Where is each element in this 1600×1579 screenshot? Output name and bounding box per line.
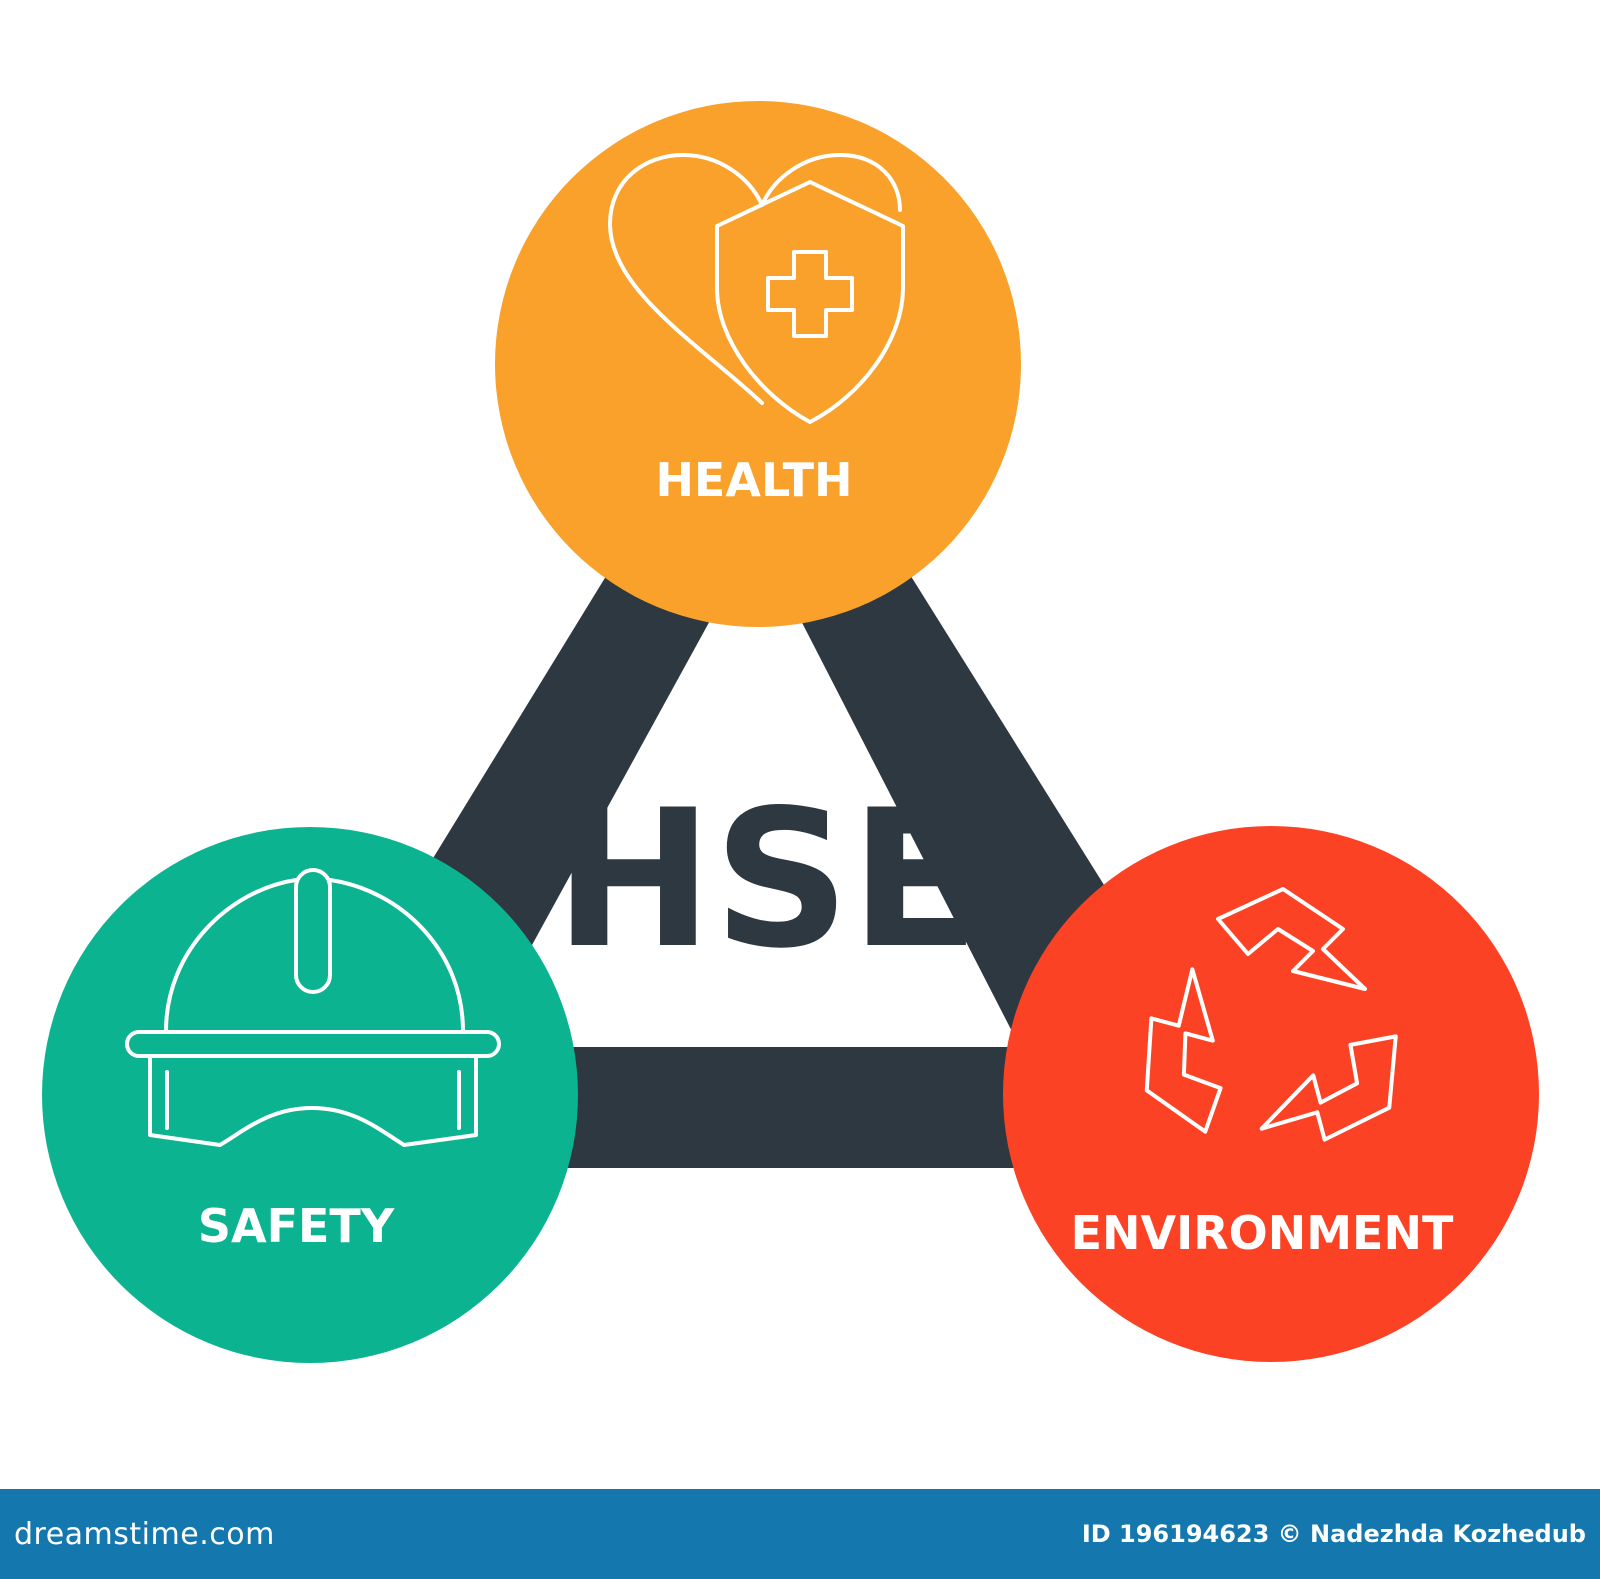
health-circle <box>495 101 1021 627</box>
node-health: HEALTH <box>495 101 1021 627</box>
node-safety: SAFETY <box>42 827 578 1363</box>
environment-circle <box>1003 826 1539 1362</box>
footer-credit: ID 196194623 © Nadezhda Kozhedub <box>1081 1520 1586 1548</box>
footer-logo[interactable]: dreamstime.com <box>14 1516 275 1552</box>
environment-label: ENVIRONMENT <box>1071 1206 1454 1260</box>
recycle-icon <box>1144 887 1398 1142</box>
hse-diagram: HSE HEALTH SAFETY <box>42 101 1539 1363</box>
safety-label: SAFETY <box>198 1199 395 1253</box>
heart-shield-cross-icon <box>608 153 905 424</box>
footer-bar: dreamstime.com ID 196194623 © Nadezhda K… <box>0 1489 1600 1579</box>
health-label: HEALTH <box>655 453 852 507</box>
center-title: HSE <box>554 769 980 990</box>
hard-hat-goggles-icon <box>125 868 501 1147</box>
node-environment: ENVIRONMENT <box>1003 826 1539 1362</box>
safety-circle <box>42 827 578 1363</box>
